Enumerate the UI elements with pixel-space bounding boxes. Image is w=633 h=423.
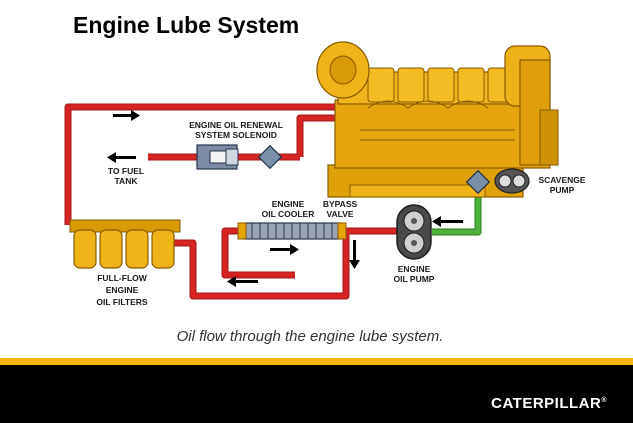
arrow-down-bypass <box>349 240 360 269</box>
filters-label-line1: FULL-FLOW <box>97 273 148 283</box>
oil-filters <box>69 219 181 269</box>
bypass-label-line2: VALVE <box>326 209 353 219</box>
solenoid-check-valve <box>257 144 283 170</box>
pump-label-line1: ENGINE <box>398 264 431 274</box>
diagram-caption: Oil flow through the engine lube system. <box>176 328 444 345</box>
scavenge-pump <box>494 168 530 194</box>
flow-arrows <box>107 110 463 287</box>
cooler-label-line2: OIL COOLER <box>262 209 315 219</box>
cooler-label-line1: ENGINE <box>272 199 305 209</box>
filters-label-line3: OIL FILTERS <box>96 297 147 307</box>
accent-stripe <box>0 358 633 365</box>
arrow-left-fuel <box>107 152 136 163</box>
renewal-solenoid <box>196 144 239 170</box>
engine-block <box>316 41 559 198</box>
renewal-label-line2: SYSTEM SOLENOID <box>195 130 277 140</box>
oil-cooler <box>237 222 347 240</box>
lube-system-diagram: ENGINE OIL RENEWAL SYSTEM SOLENOID TO FU… <box>64 41 586 307</box>
arrow-right-cooler <box>270 244 299 255</box>
fuel-label-line1: TO FUEL <box>108 166 144 176</box>
renewal-label-line1: ENGINE OIL RENEWAL <box>189 120 283 130</box>
filters-label-line2: ENGINE <box>106 285 139 295</box>
arrow-left-return <box>227 276 258 287</box>
scavenge-check-valve <box>465 169 491 195</box>
pump-label-line2: OIL PUMP <box>394 274 435 284</box>
arrow-left-pump <box>432 216 463 227</box>
bypass-label-line1: BYPASS <box>323 199 358 209</box>
footer-bar: CATERPILLAR® <box>0 365 633 423</box>
engine-oil-pump <box>396 204 432 260</box>
scavenge-label-line1: SCAVENGE <box>538 175 585 185</box>
fuel-label-line2: TANK <box>115 176 139 186</box>
registered-mark: ® <box>601 397 607 404</box>
oil-lines <box>65 104 398 299</box>
scavenge-label-line2: PUMP <box>550 185 575 195</box>
brand-name: CATERPILLAR <box>491 395 602 412</box>
caterpillar-logo: CATERPILLAR® <box>491 395 607 412</box>
page-title: Engine Lube System <box>73 12 300 38</box>
arrow-right-top <box>113 110 140 121</box>
